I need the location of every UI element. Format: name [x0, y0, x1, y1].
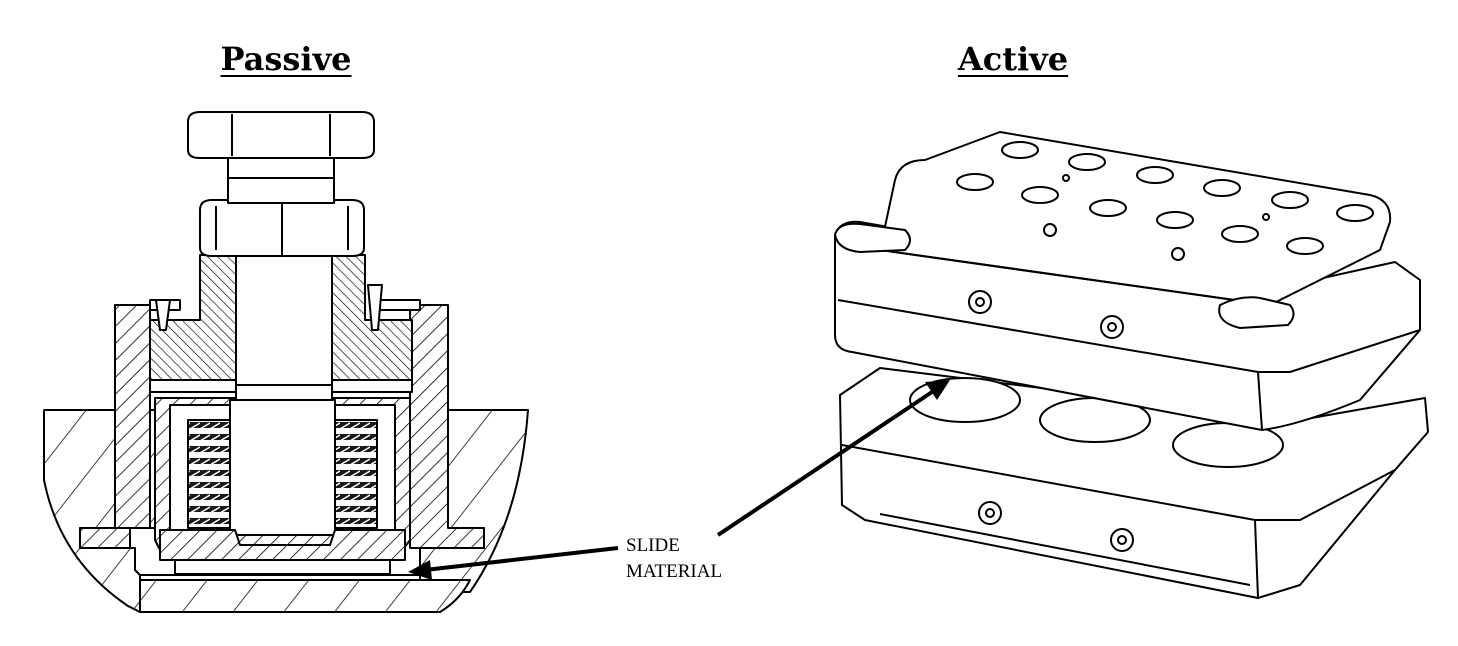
callout-line-2: MATERIAL: [626, 561, 723, 582]
arrowhead-active: [925, 380, 950, 400]
lower-slide-body: [139, 579, 471, 613]
housing-right: [409, 304, 485, 549]
threaded-collar-right: [327, 254, 413, 391]
housing-top-right: [379, 299, 421, 311]
slide-material-label: SLIDE MATERIAL: [626, 533, 722, 585]
bolt-head: [187, 111, 375, 159]
arrowhead-passive: [408, 560, 432, 580]
callout-line-1: SLIDE: [626, 535, 680, 556]
active-title: Active: [957, 40, 1069, 78]
plunger: [229, 399, 336, 536]
lower-port-1: [909, 377, 1021, 423]
callout-arrow-passive: [424, 546, 619, 572]
slide-pad: [174, 559, 391, 575]
callout-arrows: [408, 380, 950, 580]
spring-stack-left: [187, 419, 231, 529]
bolt-shaft: [235, 249, 333, 401]
active-unit-drawing: [834, 131, 1429, 599]
passive-title: Passive: [220, 40, 352, 78]
spring-stack-right: [334, 419, 378, 529]
passive-section-drawing: [43, 111, 529, 613]
upper-cap-plate: [879, 131, 1392, 306]
callout-arrow-active: [716, 388, 937, 537]
